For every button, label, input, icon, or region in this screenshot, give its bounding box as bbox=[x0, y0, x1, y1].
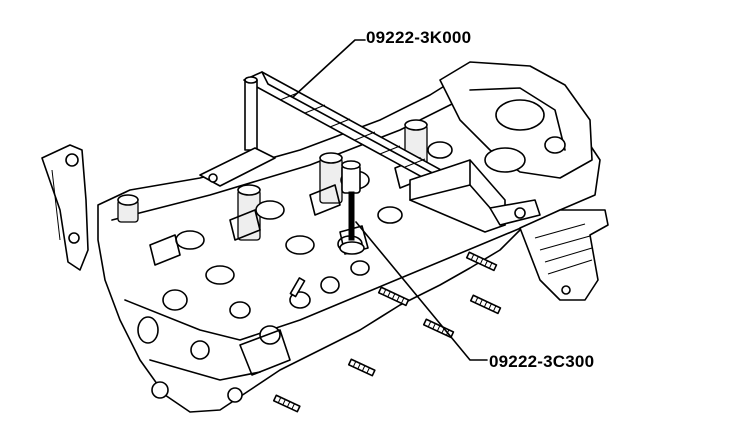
right-bracket bbox=[519, 209, 609, 301]
front-face-ports bbox=[137, 260, 370, 403]
compressor-tool-part-number: 09222-3C300 bbox=[489, 352, 595, 371]
bar-tool-part-number: 09222-3K000 bbox=[366, 28, 472, 47]
bar-tool-09222-3K000 bbox=[199, 71, 541, 233]
valve-tappets bbox=[117, 119, 453, 285]
compressor-tool-09222-3C300 bbox=[339, 160, 369, 255]
leader-lines bbox=[292, 39, 488, 361]
studs bbox=[272, 251, 502, 413]
left-bracket bbox=[41, 144, 89, 271]
